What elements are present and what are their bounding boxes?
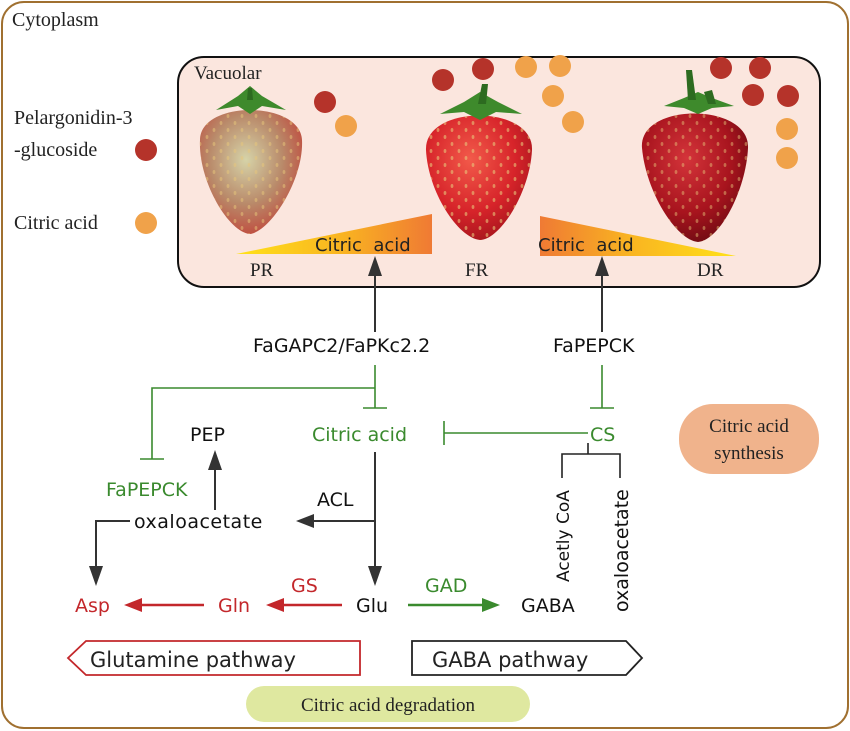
pelargonidin-dot [135, 139, 157, 161]
inhibition-fagapc2 [140, 365, 387, 460]
arrowhead-fapepck [595, 256, 609, 276]
pelargonidin-dot [777, 85, 799, 107]
legend-pelargonidin-line1: Pelargonidin-3 [14, 107, 133, 129]
strawberry-icon [425, 84, 533, 240]
strawberry-icon [199, 86, 303, 234]
strawberry-icon [641, 70, 749, 242]
vacuolar-label: Vacuolar [194, 63, 262, 84]
arrowhead-asp [89, 566, 103, 586]
gs-label: GS [291, 575, 318, 597]
citric-acid-node: Citric acid [312, 424, 407, 446]
citric-acid-dot [562, 111, 584, 133]
synthesis-line1: Citric acid [709, 416, 789, 437]
arrowhead-gln-asp [124, 598, 142, 612]
arrowhead-pep [208, 450, 222, 470]
citric-acid-dot [515, 56, 537, 78]
cs-to-citric-inhibition [443, 421, 588, 445]
legend-pelargonidin-line2: -glucoside [14, 139, 97, 161]
gradient-rise-label: Citric acid [315, 235, 411, 256]
synthesis-line2: synthesis [714, 443, 784, 464]
arrowhead-glu [368, 566, 382, 586]
arrowhead-glu-gln [266, 598, 284, 612]
glutamine-pathway-label: Glutamine pathway [90, 648, 296, 672]
pelargonidin-dot [432, 69, 454, 91]
glutamine-pathway-banner [66, 640, 361, 676]
pelargonidin-dot [710, 57, 732, 79]
acetyl-coa-label: Acetly CoA [554, 490, 574, 582]
glu-label: Glu [356, 595, 388, 617]
gad-label: GAD [425, 575, 467, 597]
inhibition-fapepck [590, 365, 614, 409]
stage-fr-label: FR [465, 260, 489, 281]
cs-substrate-bracket [561, 443, 621, 478]
citric-acid-dot [135, 212, 157, 234]
gaba-pathway-banner [411, 640, 644, 676]
gaba-pathway-label: GABA pathway [432, 648, 588, 672]
stage-pr-label: PR [250, 260, 274, 281]
citric-acid-rise-gradient [236, 214, 432, 254]
citric-acid-dot [776, 147, 798, 169]
citric-acid-dot [776, 118, 798, 140]
stage-dr-label: DR [697, 260, 724, 281]
pelargonidin-dot [749, 57, 771, 79]
fapepck-top-label: FaPEPCK [553, 335, 635, 357]
gln-label: Gln [218, 595, 250, 617]
gaba-label: GABA [521, 595, 575, 617]
pelargonidin-dot [314, 91, 336, 113]
gradient-fall-label: Citric acid [538, 235, 634, 256]
acl-label: ACL [317, 489, 354, 511]
oxaloacetate-left-label: oxaloacetate [134, 511, 263, 533]
legend-citric: Citric acid [14, 212, 98, 234]
cytoplasm-label: Cytoplasm [12, 9, 99, 31]
arrow-oxaloacetate-to-asp [95, 520, 130, 568]
citric-acid-dot [549, 55, 571, 77]
citric-acid-fall-gradient [540, 216, 736, 256]
pelargonidin-dot [742, 84, 764, 106]
citric-acid-dot [335, 115, 357, 137]
arrowhead-fagapc2 [368, 256, 382, 276]
degradation-label: Citric acid degradation [301, 695, 476, 716]
arrowhead-gaba [482, 598, 500, 612]
asp-label: Asp [75, 595, 110, 617]
arrowhead-acl [296, 514, 314, 528]
pep-label: PEP [190, 424, 225, 446]
pelargonidin-dot [472, 58, 494, 80]
fapepck-left-label: FaPEPCK [106, 479, 188, 501]
oxaloacetate-right-label: oxaloacetate [611, 489, 633, 612]
fagapc2-label: FaGAPC2/FaPKc2.2 [253, 335, 430, 357]
synthesis-badge [679, 404, 819, 474]
citric-acid-dot [542, 85, 564, 107]
cs-label: CS [590, 424, 615, 446]
degradation-badge [246, 686, 530, 722]
